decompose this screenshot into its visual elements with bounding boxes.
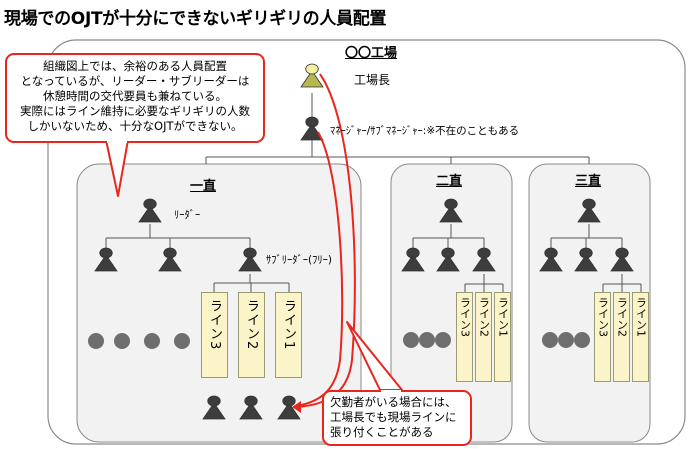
line-box: ライン3 <box>594 292 611 382</box>
line-label: ライン1 <box>496 297 510 337</box>
line-label: ライン3 <box>458 297 472 337</box>
subleader-icon <box>539 247 563 272</box>
line-box: ライン2 <box>238 292 265 378</box>
ellipsis-dot <box>435 332 451 348</box>
factory-name: 〇〇工場 <box>345 46 398 61</box>
subleader-icon <box>436 247 460 272</box>
leader-icon <box>138 198 162 223</box>
factory-manager-label: 工場長 <box>354 73 391 87</box>
callout-top-line: 実際にはライン維持に必要なギリギリの人数 <box>20 104 250 118</box>
manager-icon <box>300 116 324 141</box>
callout-top-line: 組織図上では、余裕のある人員配置 <box>43 59 227 73</box>
ellipsis-dot <box>174 333 190 349</box>
subleader-icon <box>472 247 496 272</box>
line-worker-icon <box>277 395 301 420</box>
leader-icon <box>439 198 463 223</box>
red-arrow-2 <box>296 131 344 407</box>
callout-bottom-line: 工場長でも現場ラインに <box>330 410 457 424</box>
ellipsis-dot <box>419 332 435 348</box>
line-worker-icon <box>202 395 226 420</box>
line-label: ライン2 <box>477 297 491 337</box>
shift-2-title: 二直 <box>436 174 463 189</box>
ellipsis-dot <box>144 333 160 349</box>
line-label: ライン3 <box>596 297 610 337</box>
line-box: ライン1 <box>494 292 511 382</box>
callout-top: 組織図上では、余裕のある人員配置 となっているが、リーダー・サブリーダーは 休憩… <box>5 53 265 143</box>
leader-label: ﾘｰﾀﾞｰ <box>174 209 201 221</box>
subleader-icon <box>610 247 634 272</box>
ellipsis-dot <box>558 332 574 348</box>
page-title: 現場でのOJTが十分にできないギリギリの人員配置 <box>4 9 387 29</box>
line-box: ライン2 <box>613 292 630 382</box>
callout-top-tail-mask <box>107 139 127 143</box>
line-box: ライン2 <box>475 292 492 382</box>
line-worker-icon <box>239 395 263 420</box>
line-label: ライン1 <box>281 299 296 351</box>
subleader-icon <box>238 247 262 272</box>
people-icons <box>88 63 634 420</box>
line-label: ライン1 <box>634 297 648 337</box>
manager-label: ﾏﾈｰｼﾞｬｰ/ｻﾌﾞﾏﾈｰｼﾞｬｰ:※不在のこともある <box>330 125 520 137</box>
line-box: ライン3 <box>201 292 228 378</box>
leader-icon <box>577 198 601 223</box>
shift-3-title: 三直 <box>575 174 602 189</box>
shift-1-title: 一直 <box>190 179 217 194</box>
callout-top-line: 休憩時間の交代要員も兼ねている。 <box>43 89 227 103</box>
ellipsis-dot <box>574 332 590 348</box>
callout-bottom: 欠勤者がいる場合には、 工場長でも現場ラインに 張り付くことがある <box>322 390 472 446</box>
factory-manager-icon <box>300 63 324 88</box>
ellipsis-dot <box>114 333 130 349</box>
subleader-icon <box>401 247 425 272</box>
subleader-icon <box>158 247 182 272</box>
arrow-head <box>292 401 301 413</box>
line-box: ライン3 <box>456 292 473 382</box>
connectors <box>105 93 642 292</box>
callout-top-line: となっているが、リーダー・サブリーダーは <box>20 74 250 88</box>
line-box: ライン1 <box>632 292 649 382</box>
callout-bottom-line: 欠勤者がいる場合には、 <box>330 395 457 409</box>
ellipsis-dot <box>88 333 104 349</box>
callout-top-line: しかいないため、十分なOJTができない。 <box>27 119 243 133</box>
line-label: ライン3 <box>207 299 222 351</box>
subleader-icon <box>94 247 118 272</box>
line-box: ライン1 <box>275 292 302 378</box>
subleader-icon <box>574 247 598 272</box>
subleader-label: ｻﾌﾞﾘｰﾀﾞｰ(ﾌﾘｰ) <box>266 254 332 266</box>
callout-bottom-tail-mask <box>381 390 401 394</box>
callout-bottom-line: 張り付くことがある <box>330 425 434 439</box>
ellipsis-dot <box>403 332 419 348</box>
line-label: ライン2 <box>244 299 259 351</box>
ellipsis-dot <box>542 332 558 348</box>
line-label: ライン2 <box>615 297 629 337</box>
